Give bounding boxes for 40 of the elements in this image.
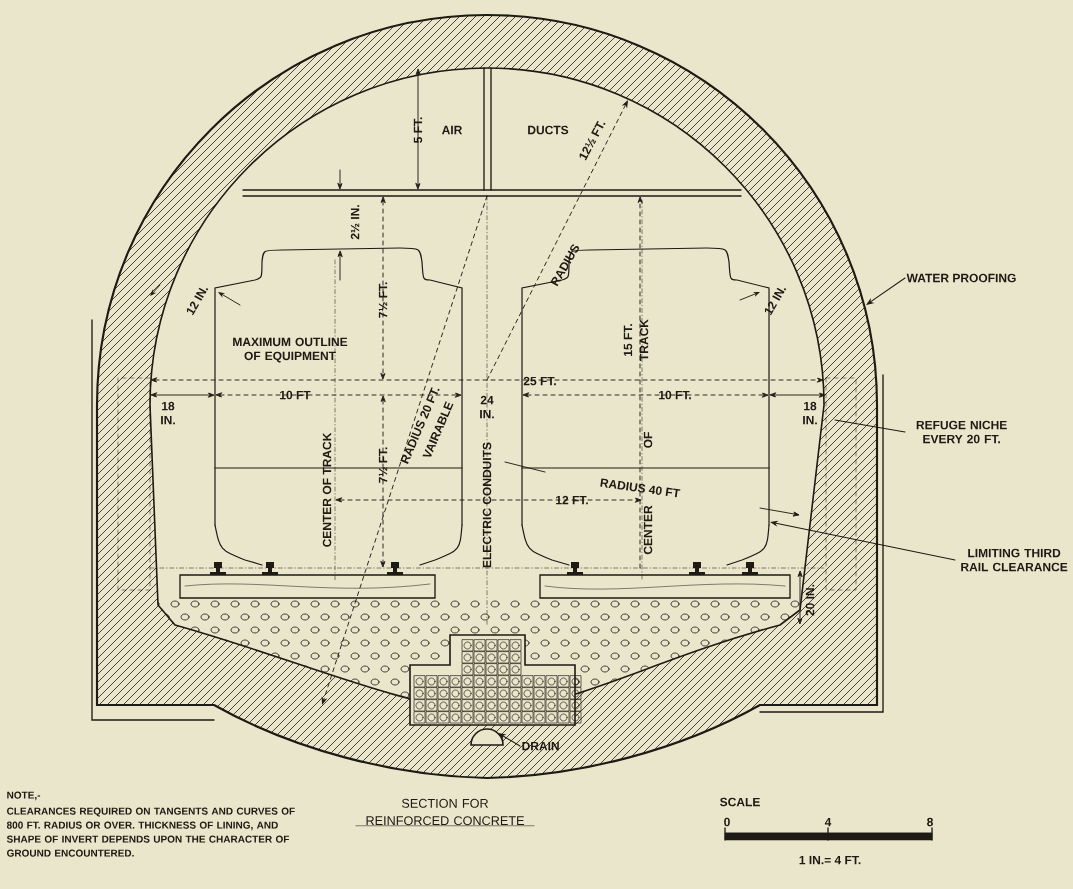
note-heading: NOTE,- (7, 791, 41, 801)
callout-label: LIMITING THIRD RAIL CLEARANCE (961, 548, 1068, 572)
scale-label: SCALE (720, 797, 760, 807)
leader-line (770, 520, 956, 561)
dimension-label: 18 IN. (161, 401, 175, 425)
leader-line (866, 277, 906, 305)
note-text: CLEARANCES REQUIRED ON TANGENTS AND CURVES OF 800 FT. RADIUS OR OVER. THICKNESS OF LINING, AND SHAPE OF INVERT DEPENDS UPON THE CHARACTER OF GROUND ENCOUNTERED. (6, 807, 295, 857)
scale-tick-label: 4 (824, 817, 832, 827)
dimension-label: 18 IN. (803, 401, 817, 425)
dimension-label: 2½ IN. (350, 205, 360, 240)
dimension-label: 12½ FT. (579, 120, 606, 161)
scale-tick-label: 8 (927, 817, 933, 827)
dimension-label: 12 IN. (764, 287, 787, 316)
dimension-label: 12 IN. (186, 287, 209, 316)
leader-line (834, 419, 906, 433)
callout-label: WATER PROOFING (906, 273, 1016, 283)
dimension-label: 7½ FT. (378, 282, 388, 318)
centerline-label: OF (643, 432, 653, 448)
outline-label: MAXIMUM OUTLINE OF EQUIPMENT (233, 337, 348, 363)
dimension-label: 10 FT (280, 390, 311, 400)
centerline-label: TRACK (639, 319, 649, 361)
dimension-label: RADIUS 40 FT (600, 478, 681, 498)
callout-label: REFUGE NICHE EVERY 20 FT. (916, 420, 1007, 444)
duct-label: AIR (441, 125, 463, 135)
dimension-label: 25 FT. (523, 376, 556, 386)
dimension-label: 10 FT. (659, 390, 691, 400)
centerline-label: CENTER OF TRACK (322, 432, 332, 547)
dimension-label: 12 FT. (556, 495, 588, 505)
dimension-label: 20 IN. (805, 584, 815, 616)
centerline-label: CENTER (643, 505, 653, 555)
leader-line (498, 733, 521, 747)
conduit-label: ELECTRIC CONDUITS (482, 442, 492, 568)
scale-label: 1 IN.= 4 FT. (799, 855, 861, 865)
dimension-label: 5 FT. (413, 117, 423, 143)
caption: SECTION FOR REINFORCED CONCRETE (355, 798, 535, 827)
duct-label: DUCTS (528, 125, 569, 135)
dimension-label: 24 IN. (480, 395, 494, 419)
scale-tick-label: 0 (724, 817, 730, 827)
dimension-label: 7½ FT. (378, 447, 388, 483)
dimension-label: 15 FT. (623, 324, 633, 356)
